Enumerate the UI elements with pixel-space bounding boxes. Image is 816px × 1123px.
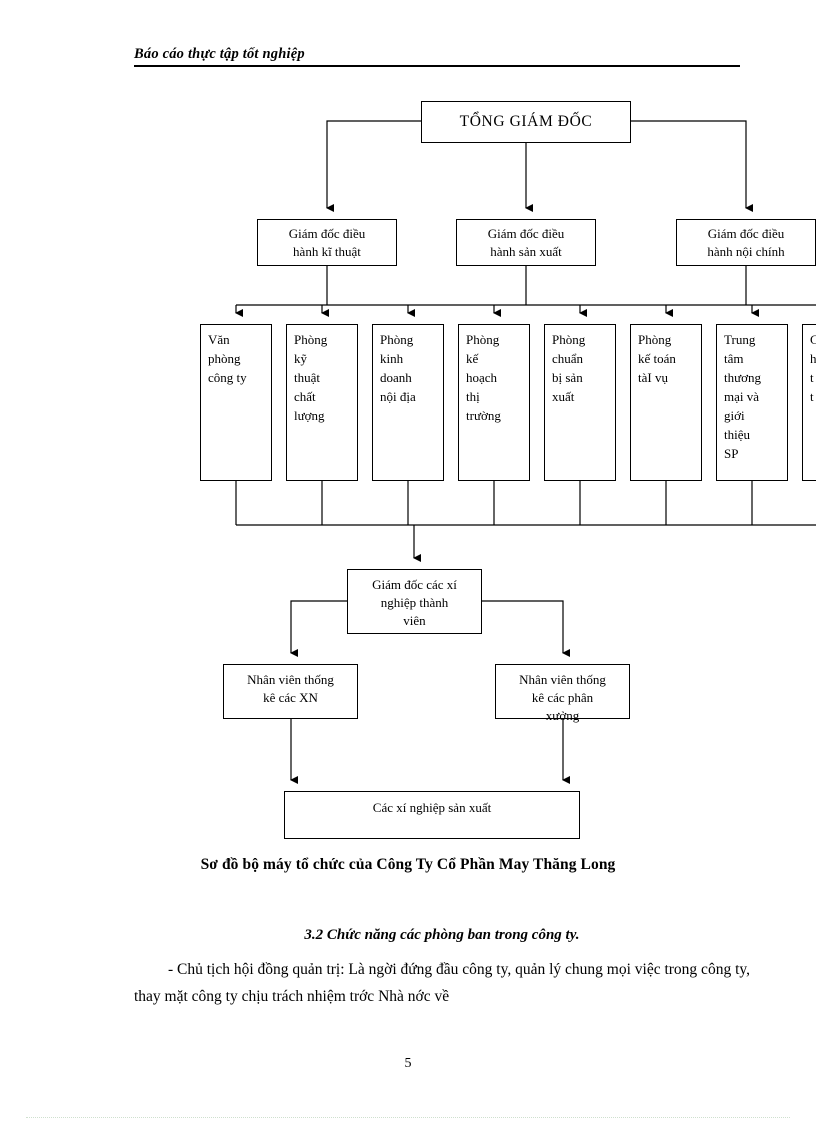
node-giam-doc-san-xuat[interactable]: Giám đốc điều hành sản xuất	[456, 219, 596, 266]
node-label-line4: t	[810, 389, 814, 404]
node-label-line2: kế	[466, 351, 479, 366]
node-phong-ke-hoach-thi-truong[interactable]: Phòng kế hoạch thị trường	[458, 324, 530, 481]
node-label-line4: thị	[466, 389, 480, 404]
page-bottom-rule	[26, 1117, 790, 1119]
node-phong-kinh-doanh-noi-dia[interactable]: Phòng kinh doanh nội địa	[372, 324, 444, 481]
node-label-line2: kế toán	[638, 351, 676, 366]
node-label-line1: Văn	[208, 332, 230, 347]
organization-chart: TỔNG GIÁM ĐỐC Giám đốc điều hành kĩ thuậ…	[200, 101, 816, 839]
node-label-line4: nội địa	[380, 389, 416, 404]
node-label-line1: Trung	[724, 332, 756, 347]
node-department-cutoff[interactable]: C h t t	[802, 324, 816, 481]
node-nhan-vien-thong-ke-phan-xuong[interactable]: Nhân viên thống kê các phân xưởng	[495, 664, 630, 723]
section-heading: 3.2 Chức năng các phòng ban trong công t…	[304, 927, 580, 943]
body-paragraph: - Chủ tịch hội đồng quản trị: Là ngời đứ…	[134, 956, 750, 1010]
node-label-line5: trường	[466, 408, 501, 423]
node-label-line7: SP	[724, 446, 739, 461]
node-label-line1: Giám đốc điều	[707, 226, 785, 241]
node-label-line3: hoạch	[466, 370, 498, 385]
node-label-line1: Nhân viên thống	[519, 672, 606, 687]
node-cac-xi-nghiep-san-xuat[interactable]: Các xí nghiệp sản xuất	[284, 791, 580, 839]
body-content: 3.2 Chức năng các phòng ban trong công t…	[134, 927, 750, 1010]
node-label-line1: Giám đốc điều	[487, 226, 565, 241]
node-label-line4: chất	[294, 389, 316, 404]
node-label-line2: kỹ	[294, 351, 307, 366]
paragraph-text: - Chủ tịch hội đồng quản trị: Là ngời đứ…	[134, 961, 750, 1005]
node-label-line3: tàI vụ	[638, 370, 668, 385]
node-giam-doc-ki-thuat[interactable]: Giám đốc điều hành kĩ thuật	[257, 219, 397, 266]
running-header-text: Báo cáo thực tập tốt nghiệp	[134, 46, 305, 62]
node-label-line2: hành sản xuất	[490, 244, 562, 259]
node-label-line1: C	[810, 332, 816, 347]
node-label-line2: h	[810, 351, 816, 366]
node-label-line3: doanh	[380, 370, 412, 385]
chart-connectors	[235, 120, 816, 784]
node-tong-giam-doc[interactable]: TỔNG GIÁM ĐỐC	[421, 101, 631, 143]
node-label-line2: nghiệp thành	[380, 595, 449, 610]
node-label-line2: hành nội chính	[707, 244, 785, 259]
node-label-line2: kê các XN	[263, 690, 318, 705]
node-trung-tam-thuong-mai[interactable]: Trung tâm thương mại và giới thiệu SP	[716, 324, 788, 481]
node-label-line2: chuẩn	[552, 351, 584, 366]
node-label-line1: Phòng	[638, 332, 672, 347]
node-label-line2: phòng	[208, 351, 241, 366]
node-label-line3: xưởng	[545, 708, 580, 723]
node-label-line6: thiệu	[724, 427, 750, 442]
node-label-line3: viên	[403, 613, 426, 628]
running-header: Báo cáo thực tập tốt nghiệp	[134, 46, 740, 70]
node-phong-chuan-bi-san-xuat[interactable]: Phòng chuẩn bị sản xuất	[544, 324, 616, 481]
node-label-line1: Nhân viên thống	[247, 672, 334, 687]
node-nhan-vien-thong-ke-xn[interactable]: Nhân viên thống kê các XN	[223, 664, 358, 719]
node-label-line3: thương	[724, 370, 762, 385]
node-label-line4: xuất	[552, 389, 575, 404]
node-phong-ke-toan-tai-vu[interactable]: Phòng kế toán tàI vụ	[630, 324, 702, 481]
node-label: Các xí nghiệp sản xuất	[372, 800, 492, 815]
node-giam-doc-noi-chinh[interactable]: Giám đốc điều hành nội chính	[676, 219, 816, 266]
node-label-line1: Phòng	[466, 332, 500, 347]
node-van-phong-cong-ty[interactable]: Văn phòng công ty	[200, 324, 272, 481]
node-label-line5: lượng	[294, 408, 325, 423]
chart-caption: Sơ đồ bộ máy tổ chức của Công Ty Cổ Phần…	[200, 856, 616, 873]
node-label-line3: bị sản	[552, 370, 583, 385]
node-label-line2: kinh	[380, 351, 404, 366]
node-label: TỔNG GIÁM ĐỐC	[459, 113, 593, 130]
node-label-line3: thuật	[294, 370, 320, 385]
node-label-line2: tâm	[724, 351, 744, 366]
node-label-line5: giới	[724, 408, 745, 423]
page-number: 5	[404, 1056, 412, 1071]
node-label-line2: hành kĩ thuật	[293, 244, 361, 259]
node-label-line3: công ty	[208, 370, 247, 385]
node-label-line1: Giám đốc các xí	[372, 577, 457, 592]
node-label-line1: Phòng	[294, 332, 328, 347]
node-phong-ky-thuat-chat-luong[interactable]: Phòng kỹ thuật chất lượng	[286, 324, 358, 481]
node-label-line2: kê các phân	[531, 690, 594, 705]
node-label-line1: Phòng	[552, 332, 586, 347]
node-label-line4: mại và	[724, 389, 760, 404]
node-label-line1: Giám đốc điều	[288, 226, 366, 241]
node-label-line3: t	[810, 370, 814, 385]
node-giam-doc-xi-nghiep-thanh-vien[interactable]: Giám đốc các xí nghiệp thành viên	[347, 569, 482, 634]
header-rule	[134, 65, 740, 67]
node-label-line1: Phòng	[380, 332, 414, 347]
